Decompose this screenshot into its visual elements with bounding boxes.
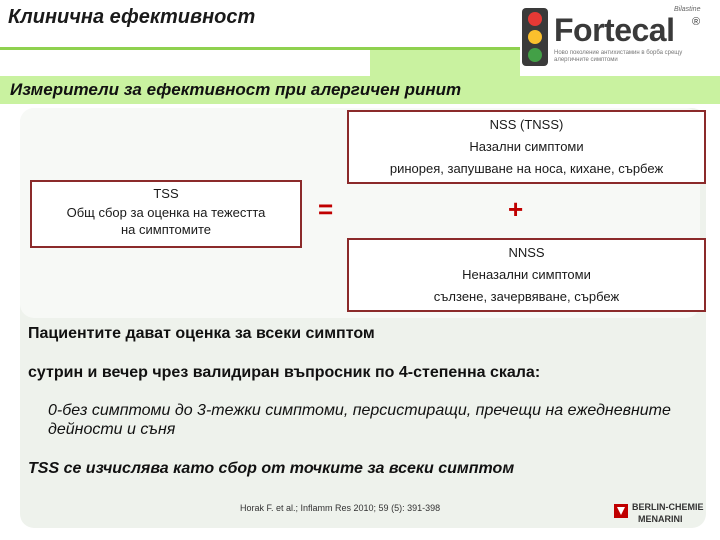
- body-line-1: Пациентите дават оценка за всеки симптом: [28, 325, 375, 342]
- subtitle-band: [0, 76, 720, 104]
- tss-subtitle: Общ сбор за оценка на тежестта: [66, 205, 266, 220]
- footer-company-line2: MENARINI: [638, 514, 683, 524]
- logo-sub: Bilastine: [674, 6, 701, 13]
- nss-box: NSS (TNSS) Назални симптоми ринорея, зап…: [347, 110, 706, 184]
- nnss-details: сълзене, зачервяване, сърбеж: [433, 289, 620, 304]
- light-red: [528, 12, 542, 26]
- citation: Horak F. et al.; Inflamm Res 2010; 59 (5…: [240, 503, 441, 513]
- traffic-light-icon: [522, 8, 548, 66]
- logo-brand: Fortecal: [554, 12, 675, 48]
- section-subtitle: Измерители за ефективност при алергичен …: [10, 80, 462, 99]
- body-line-4: TSS се изчислява като сбор от точките за…: [28, 460, 515, 477]
- title-band-accent: [370, 47, 520, 77]
- nnss-title: NNSS: [508, 245, 545, 260]
- plus-sign: +: [508, 194, 524, 224]
- tss-box: TSS Общ сбор за оценка на тежестта на си…: [30, 180, 302, 248]
- tss-title: TSS: [153, 186, 179, 201]
- menarini-mark-icon: [614, 504, 628, 518]
- nnss-box: NNSS Неназални симптоми сълзене, зачервя…: [347, 238, 706, 312]
- logo-tagline: Ново поколение антихистамин в борба срещ…: [554, 50, 683, 63]
- logo-registered: ®: [692, 16, 701, 28]
- footer-company-line1: BERLIN-CHEMIE: [632, 502, 704, 512]
- nss-title: NSS (TNSS): [489, 117, 564, 132]
- page-title: Клинична ефективност: [8, 6, 256, 28]
- tss-details: на симптомите: [120, 222, 212, 237]
- berlin-chemie-logo: BERLIN-CHEMIE MENARINI: [614, 502, 714, 536]
- nss-details: ринорея, запушване на носа, кихане, сърб…: [389, 161, 664, 176]
- title-divider: [0, 47, 520, 50]
- nnss-subtitle: Неназални симптоми: [462, 267, 591, 282]
- light-green: [528, 48, 542, 62]
- light-yellow: [528, 30, 542, 44]
- body-line-2: сутрин и вечер чрез валидиран въпросник …: [28, 364, 541, 381]
- equals-sign: =: [318, 194, 334, 224]
- nss-subtitle: Назални симптоми: [469, 139, 584, 154]
- fortecal-logo: Bilastine Fortecal ® Ново поколение анти…: [522, 6, 714, 66]
- body-line-3: 0-без симптоми до 3-тежки симптоми, перс…: [48, 402, 671, 438]
